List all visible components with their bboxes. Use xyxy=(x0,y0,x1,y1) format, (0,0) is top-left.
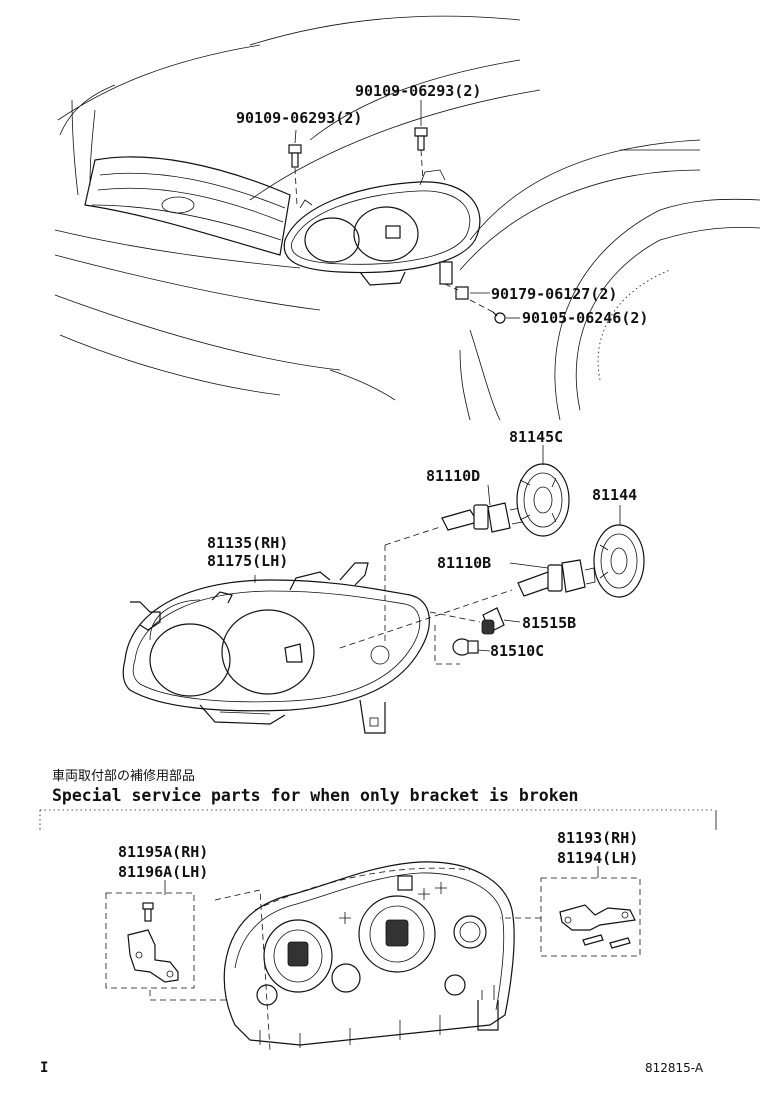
callout-81175-lh: 81175(LH) xyxy=(207,552,288,570)
callout-81144: 81144 xyxy=(592,486,637,504)
callout-81193-rh: 81193(RH) xyxy=(557,829,638,847)
bolt-icon xyxy=(288,144,302,168)
diagram-code: 812815-A xyxy=(645,1061,704,1075)
callout-90109-06293-upper: 90109-06293(2) xyxy=(355,82,481,100)
callout-90179-06127: 90179-06127(2) xyxy=(491,285,617,303)
callout-81195a-rh: 81195A(RH) xyxy=(118,843,208,861)
section-title-japanese: 車両取付部の補修用部品 xyxy=(52,769,195,784)
headlamp-assembly xyxy=(122,562,430,734)
callout-81194-lh: 81194(LH) xyxy=(557,849,638,867)
bulb-81510c xyxy=(452,638,479,656)
bracket-kit-81195a xyxy=(105,892,230,1001)
callout-81510c: 81510C xyxy=(490,642,544,660)
cap-81144 xyxy=(593,524,645,598)
callout-90105-06246: 90105-06246(2) xyxy=(522,309,648,327)
callout-81110b: 81110B xyxy=(437,554,491,572)
headlamp-rear-view xyxy=(214,861,515,1051)
screw-icon xyxy=(492,311,506,324)
bracket-kit-81193 xyxy=(500,877,641,957)
callout-90109-06293-lower: 90109-06293(2) xyxy=(236,109,362,127)
section-title-english: Special service parts for when only brac… xyxy=(52,786,579,805)
callout-81110d: 81110D xyxy=(426,467,480,485)
callout-81515b: 81515B xyxy=(522,614,576,632)
callout-81135-rh: 81135(RH) xyxy=(207,534,288,552)
socket-81515b xyxy=(481,607,505,635)
cap-81145c xyxy=(516,463,570,537)
callout-81196a-lh: 81196A(LH) xyxy=(118,863,208,881)
bulb-81110d xyxy=(441,502,523,533)
callout-81145c: 81145C xyxy=(509,428,563,446)
bolt-icon xyxy=(414,127,428,151)
vehicle-front-illustration xyxy=(54,15,760,421)
bulb-81110b xyxy=(517,559,596,597)
page-marker: I xyxy=(40,1060,48,1076)
clip-icon xyxy=(455,286,469,300)
